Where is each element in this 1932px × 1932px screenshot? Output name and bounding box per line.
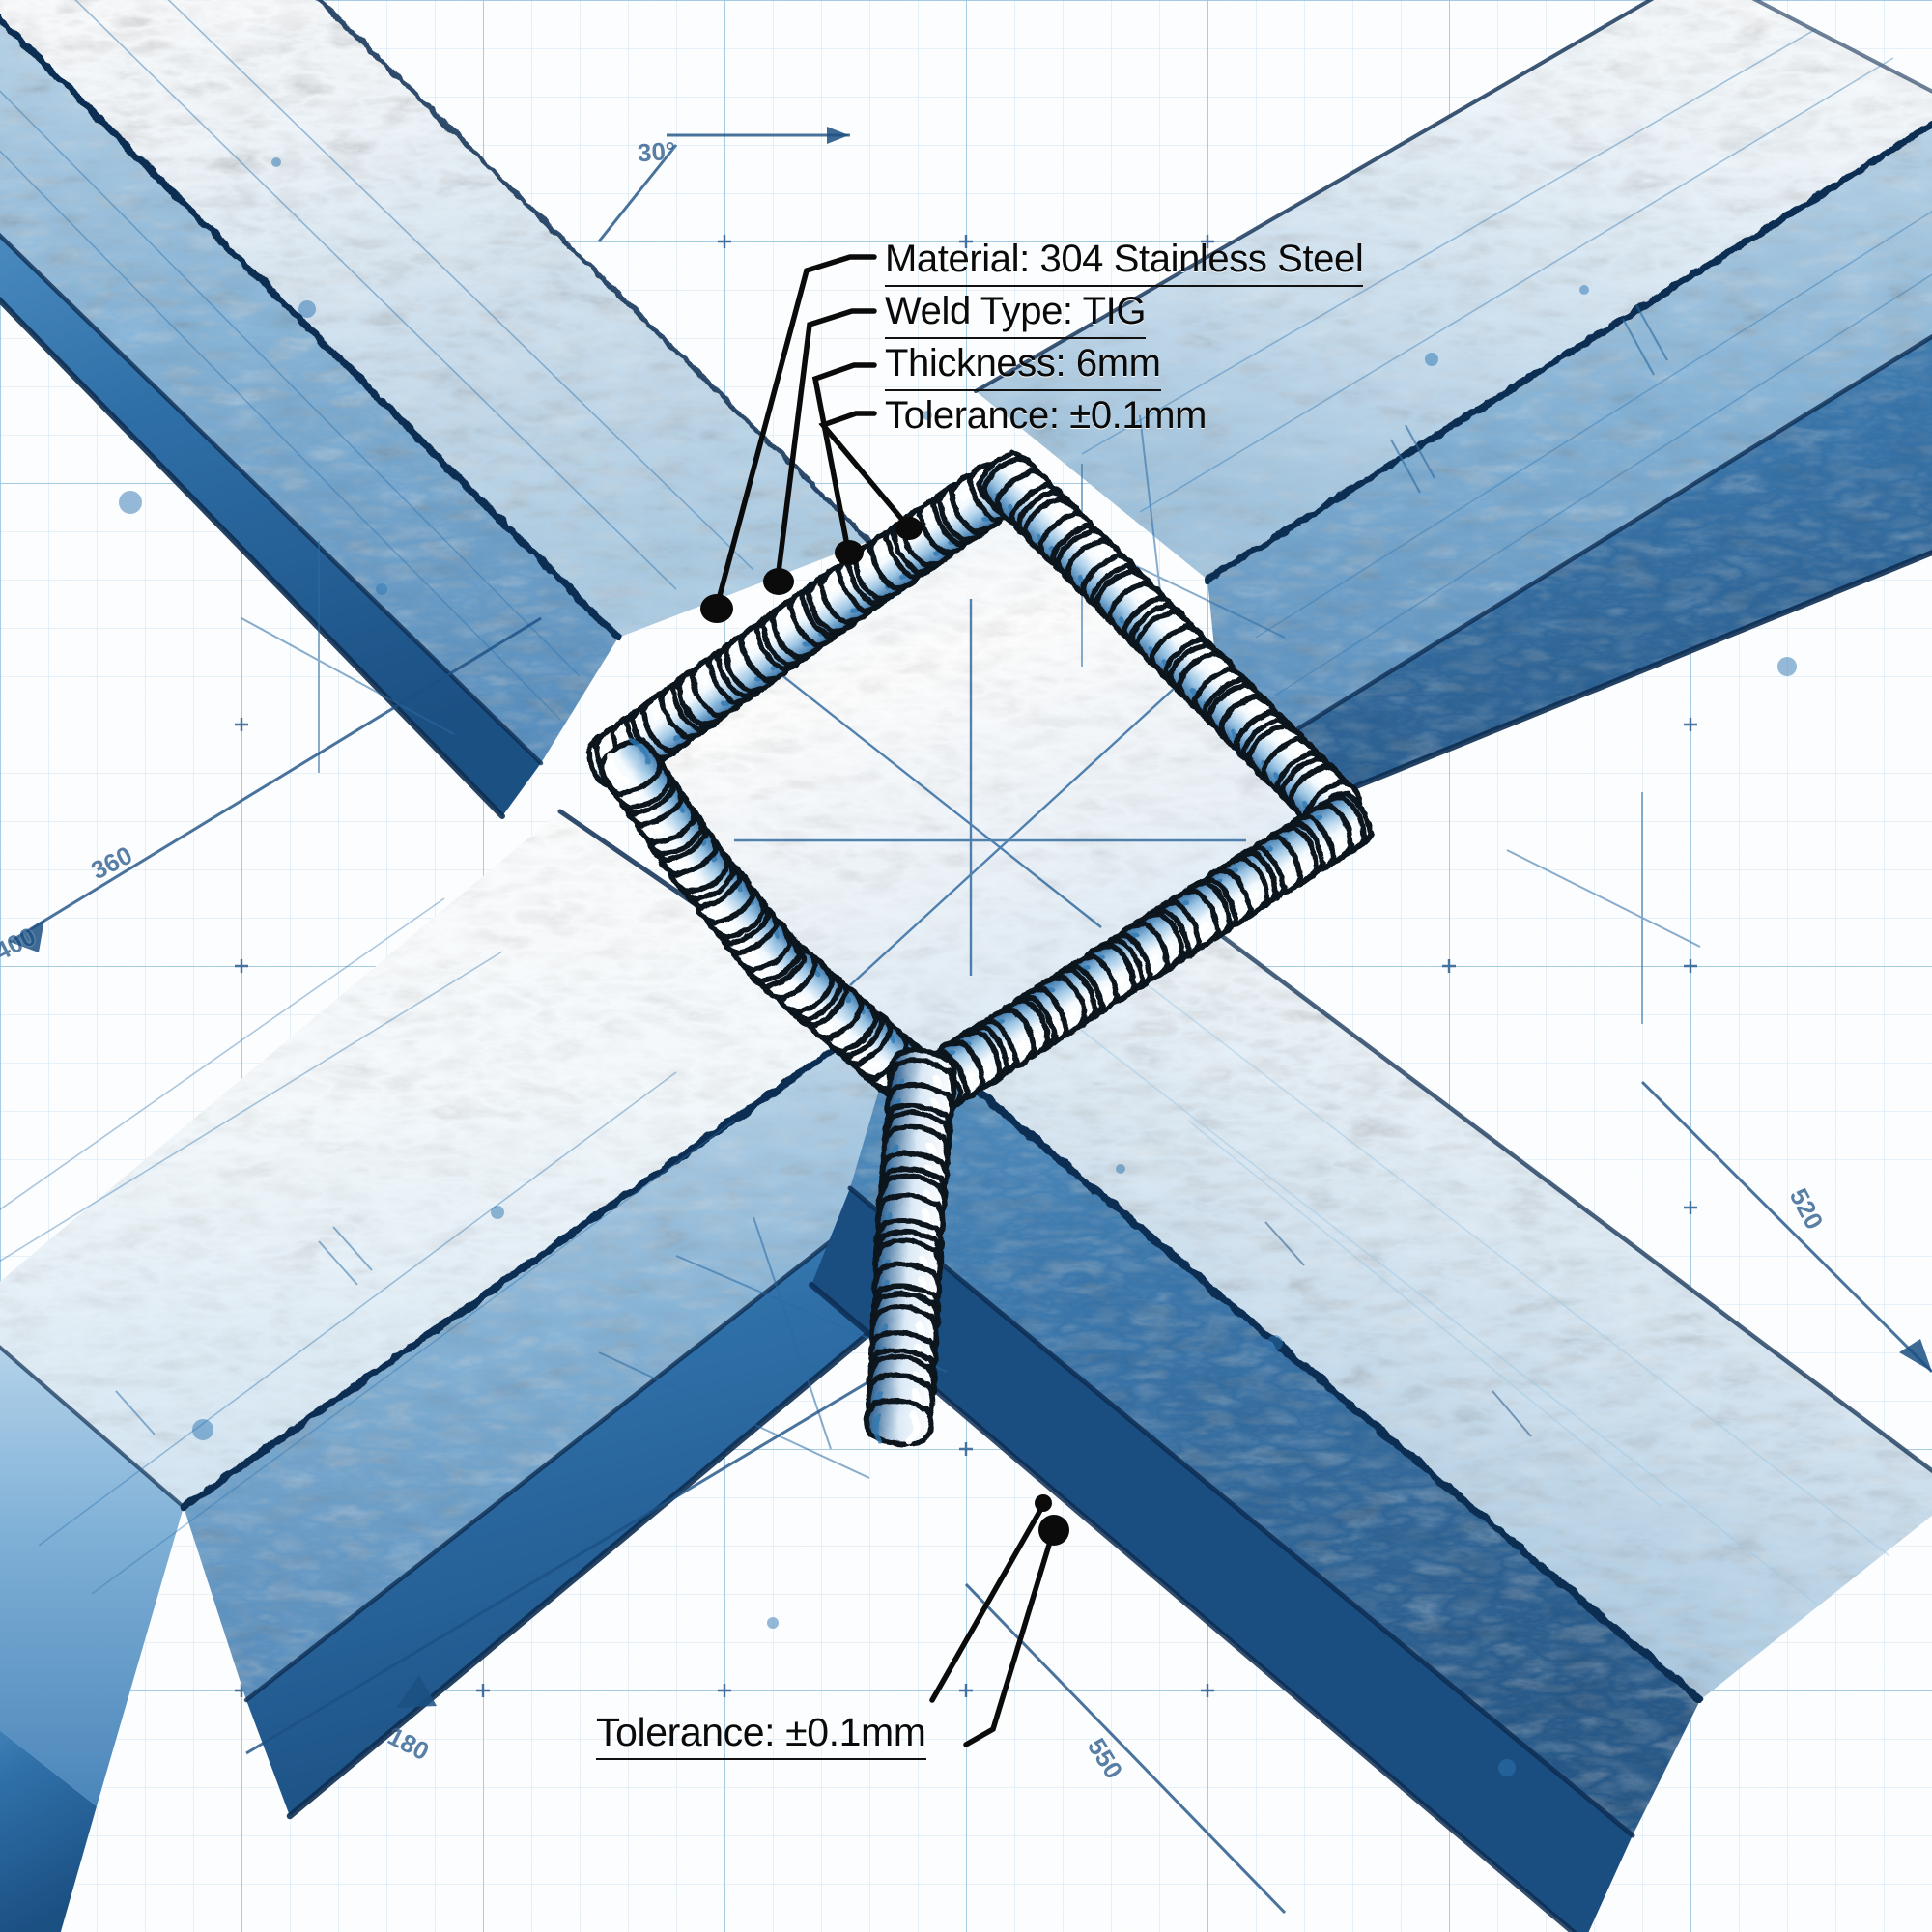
dimension-arrowheads [10, 127, 1932, 1708]
leader-material [714, 254, 877, 610]
dimension-line-right [1640, 1080, 1932, 1374]
weld-bead-perimeter [584, 449, 1374, 1128]
dimension-leader-angle [597, 144, 678, 242]
leader-thickness [811, 362, 877, 554]
beam-upper-left [0, 0, 872, 819]
dim-angle-top: 30° [636, 135, 677, 168]
callout-line-tolerance: Tolerance: ±0.1mm [885, 394, 1208, 437]
ink-speckle [119, 157, 1797, 1776]
weld-spec-callout: Material: 304 Stainless Steel Weld Type:… [885, 235, 1364, 441]
leader-tolerance-bottom-a [963, 1529, 1056, 1747]
callout-bottom-line-tolerance: Tolerance: ±0.1mm [596, 1708, 926, 1760]
construction-lines [241, 414, 1701, 1479]
leader-dots [700, 517, 1069, 1546]
beam-lower-left [0, 809, 931, 1932]
leader-tolerance [818, 411, 911, 529]
callout-line-material: Material: 304 Stainless Steel [885, 235, 1364, 287]
callout-line-weld-type: Weld Type: TIG [885, 287, 1146, 339]
weld-bead-vertical [864, 1047, 957, 1447]
dimension-line-left [9, 616, 542, 944]
beam-upper-right [974, 0, 1932, 877]
leader-tolerance-bottom-b [929, 1502, 1046, 1703]
dimension-line-bottom-left [245, 1379, 870, 1755]
beam-lower-right [809, 871, 1932, 1932]
dimension-lines [9, 133, 1932, 1915]
leader-weld-type [775, 308, 877, 582]
callout-line-thickness: Thickness: 6mm [885, 339, 1161, 391]
tolerance-callout: Tolerance: ±0.1mm [596, 1708, 926, 1760]
